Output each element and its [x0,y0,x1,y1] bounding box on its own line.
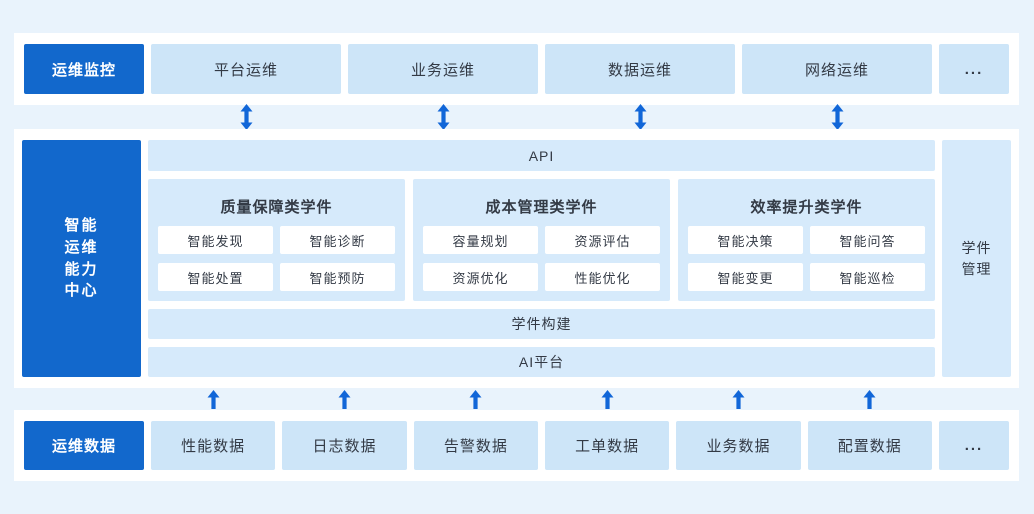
data-feed-arrows [14,389,1019,410]
box-business-data: 业务数据 [676,421,801,470]
capability-center-header: 智能 运维 能力 中心 [22,140,141,377]
item-performance-optimization: 性能优化 [545,263,660,291]
up-arrow-icon [808,389,932,410]
up-arrow-icon [414,389,538,410]
item-capacity-planning: 容量规划 [423,226,538,254]
group-grid: 智能发现 智能诊断 智能处置 智能预防 [158,226,395,291]
double-arrow-icon [151,102,341,132]
box-log-data: 日志数据 [282,421,407,470]
group-cost-management: 成本管理类学件 容量规划 资源评估 资源优化 性能优化 [413,179,670,301]
box-business-ops: 业务运维 [348,44,538,94]
box-alert-data: 告警数据 [413,421,538,470]
item-smart-discovery: 智能发现 [158,226,273,254]
api-bar: API [148,140,935,171]
item-smart-qa: 智能问答 [810,226,925,254]
learnware-groups: 质量保障类学件 智能发现 智能诊断 智能处置 智能预防 成本管理类学件 容量规划… [148,179,935,301]
monitoring-link-arrows [14,102,1019,132]
group-title: 质量保障类学件 [220,199,333,216]
ai-platform-bar: AI平台 [148,347,935,377]
group-grid: 智能决策 智能问答 智能变更 智能巡检 [688,226,925,291]
item-smart-diagnosis: 智能诊断 [280,226,395,254]
item-resource-assessment: 资源评估 [545,226,660,254]
group-grid: 容量规划 资源评估 资源优化 性能优化 [423,226,660,291]
up-arrow-icon [151,389,275,410]
capability-center-panel: 智能 运维 能力 中心 API 质量保障类学件 智能发现 智能诊断 智能处置 智… [14,129,1019,388]
bottom-row-more-box: ... [938,421,1009,470]
item-smart-decision: 智能决策 [688,226,803,254]
ops-monitoring-panel: 运维监控 平台运维 业务运维 数据运维 网络运维 ... [14,33,1019,105]
up-arrow-icon [282,389,406,410]
item-smart-prevention: 智能预防 [280,263,395,291]
capability-center-main: API 质量保障类学件 智能发现 智能诊断 智能处置 智能预防 成本管理类学件 … [148,140,935,377]
group-title: 效率提升类学件 [750,199,863,216]
item-smart-change: 智能变更 [688,263,803,291]
double-arrow-icon [348,102,538,132]
box-config-data: 配置数据 [807,421,932,470]
group-title: 成本管理类学件 [485,199,598,216]
box-performance-data: 性能数据 [151,421,276,470]
double-arrow-icon [742,102,932,132]
group-efficiency-improvement: 效率提升类学件 智能决策 智能问答 智能变更 智能巡检 [678,179,935,301]
learnware-build-bar: 学件构建 [148,309,935,339]
group-quality-assurance: 质量保障类学件 智能发现 智能诊断 智能处置 智能预防 [148,179,405,301]
item-smart-handling: 智能处置 [158,263,273,291]
box-platform-ops: 平台运维 [151,44,341,94]
up-arrow-icon [676,389,800,410]
ops-data-panel: 运维数据 性能数据 日志数据 告警数据 工单数据 业务数据 配置数据 ... [14,410,1019,481]
ops-data-header: 运维数据 [24,421,144,470]
up-arrow-icon [545,389,669,410]
top-row-more-box: ... [939,44,1009,94]
box-data-ops: 数据运维 [545,44,735,94]
box-network-ops: 网络运维 [742,44,932,94]
box-ticket-data: 工单数据 [544,421,670,470]
ops-monitoring-header: 运维监控 [24,44,144,94]
learnware-management-panel: 学件 管理 [942,140,1011,377]
item-resource-optimization: 资源优化 [423,263,538,291]
item-smart-inspection: 智能巡检 [810,263,925,291]
double-arrow-icon [545,102,735,132]
